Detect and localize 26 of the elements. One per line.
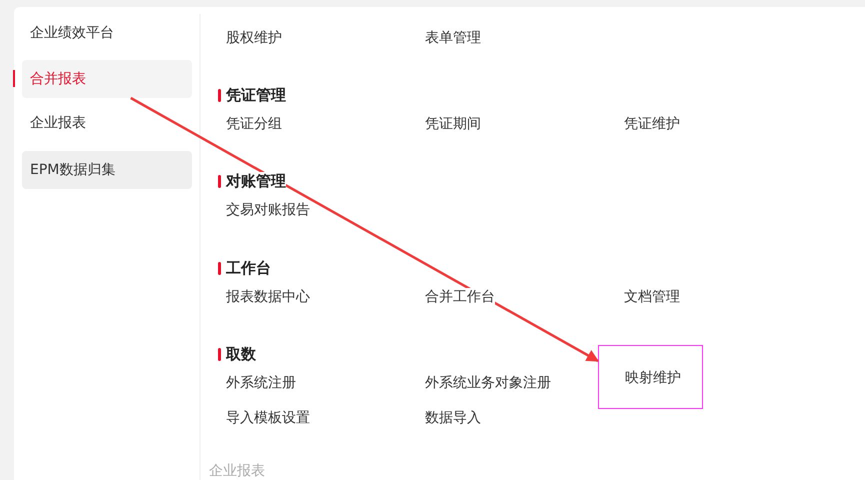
menu-link: 股权维护 bbox=[226, 29, 282, 47]
menu-text: 映射维护 bbox=[625, 369, 681, 387]
menu-link: 报表数据中心 bbox=[226, 288, 310, 306]
menu-link: 数据导入 bbox=[425, 409, 481, 427]
menu-link: 合并工作台 bbox=[425, 288, 495, 306]
menu-link: 外系统注册 bbox=[226, 374, 296, 392]
menu-item: 企业报表 bbox=[30, 114, 86, 132]
section-heading: 对账管理 bbox=[226, 172, 286, 190]
highlight-box bbox=[598, 345, 703, 409]
menu-item: 企业绩效平台 bbox=[30, 24, 114, 42]
section-heading: 取数 bbox=[226, 345, 256, 363]
menu-text: 合并报表 bbox=[30, 70, 86, 88]
menu-link: 表单管理 bbox=[425, 29, 481, 47]
section-heading: 工作台 bbox=[226, 259, 271, 277]
menu-link: 凭证维护 bbox=[624, 115, 680, 133]
section-heading: 企业报表 bbox=[209, 462, 265, 480]
menu-link: 外系统业务对象注册 bbox=[425, 374, 551, 392]
menu-text: EPM数据归集 bbox=[30, 161, 116, 179]
section-heading: 凭证管理 bbox=[226, 86, 286, 104]
active-menu-item bbox=[22, 60, 192, 98]
menu-link: 文档管理 bbox=[624, 288, 680, 306]
menu-link: 凭证分组 bbox=[226, 115, 282, 133]
menu-link: 导入模板设置 bbox=[226, 409, 310, 427]
arrow bbox=[130, 96, 600, 362]
menu-link: 凭证期间 bbox=[425, 115, 481, 133]
menu-link: 交易对账报告 bbox=[226, 201, 310, 219]
